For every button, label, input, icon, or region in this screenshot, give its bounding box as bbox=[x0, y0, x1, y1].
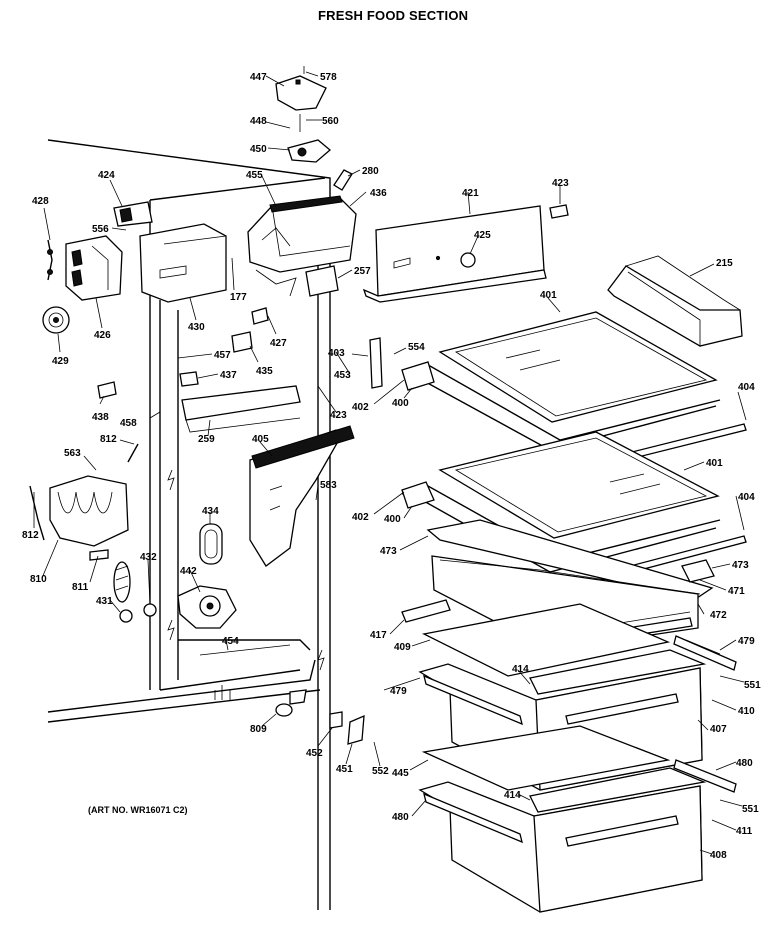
callout-435: 435 bbox=[256, 366, 273, 377]
callout-421: 421 bbox=[462, 188, 479, 199]
callout-407: 407 bbox=[710, 724, 727, 735]
callout-400: 400 bbox=[384, 514, 401, 525]
air-duct-parts bbox=[181, 385, 355, 567]
callout-410: 410 bbox=[738, 706, 755, 717]
callout-402: 402 bbox=[352, 512, 369, 523]
callout-471: 471 bbox=[728, 586, 745, 597]
callout-480: 480 bbox=[392, 812, 409, 823]
light-socket bbox=[47, 235, 123, 301]
callout-551: 551 bbox=[742, 804, 759, 815]
callout-453: 453 bbox=[334, 370, 351, 381]
callout-447: 447 bbox=[250, 72, 267, 83]
control-housing bbox=[247, 195, 357, 273]
callout-414: 414 bbox=[504, 790, 521, 801]
callout-405: 405 bbox=[252, 434, 269, 445]
callout-431: 431 bbox=[96, 596, 113, 607]
heater-and-small-parts bbox=[29, 265, 383, 745]
diagram-title: FRESH FOOD SECTION bbox=[318, 8, 469, 23]
art-number: (ART NO. WR16071 C2) bbox=[88, 805, 188, 815]
callout-labels: 578 447 560 448 450 280 455 436 421 423 424 428 556 4… bbox=[22, 72, 761, 861]
crisper-glass-lower bbox=[421, 725, 671, 791]
callout-473: 473 bbox=[732, 560, 749, 571]
callout-438: 438 bbox=[92, 412, 109, 423]
control-knob-parts bbox=[275, 66, 353, 191]
callout-450: 450 bbox=[250, 144, 267, 155]
callout-810: 810 bbox=[30, 574, 47, 585]
callout-427: 427 bbox=[270, 338, 287, 349]
callout-177: 177 bbox=[230, 292, 247, 303]
callout-423: 423 bbox=[552, 178, 569, 189]
callout-812: 812 bbox=[100, 434, 117, 445]
callout-479: 479 bbox=[738, 636, 755, 647]
callout-404: 404 bbox=[738, 382, 755, 393]
callout-408: 408 bbox=[710, 850, 727, 861]
control-panel-421 bbox=[362, 204, 569, 303]
callout-473: 473 bbox=[380, 546, 397, 557]
light-housing bbox=[113, 201, 227, 303]
callout-811: 811 bbox=[72, 582, 89, 593]
callout-429: 429 bbox=[52, 356, 69, 367]
callout-812: 812 bbox=[22, 530, 39, 541]
callout-452: 452 bbox=[306, 748, 323, 759]
callout-409: 409 bbox=[394, 642, 411, 653]
callout-809: 809 bbox=[250, 724, 267, 735]
callout-436: 436 bbox=[370, 188, 387, 199]
crisper-drawer-lower bbox=[418, 759, 737, 913]
callout-552: 552 bbox=[372, 766, 389, 777]
callout-583: 583 bbox=[320, 480, 337, 491]
callout-417: 417 bbox=[370, 630, 387, 641]
callout-280: 280 bbox=[362, 166, 379, 177]
callout-437: 437 bbox=[220, 370, 237, 381]
callout-259: 259 bbox=[198, 434, 215, 445]
callout-442: 442 bbox=[180, 566, 197, 577]
callout-411: 411 bbox=[736, 826, 753, 837]
callout-423: 423 bbox=[330, 410, 347, 421]
callout-425: 425 bbox=[474, 230, 491, 241]
callout-403: 403 bbox=[328, 348, 345, 359]
callout-479: 479 bbox=[390, 686, 407, 697]
callout-400: 400 bbox=[392, 398, 409, 409]
crisper-glass bbox=[421, 603, 671, 677]
light-bulb bbox=[42, 306, 70, 334]
callout-554: 554 bbox=[408, 342, 425, 353]
callout-426: 426 bbox=[94, 330, 111, 341]
callout-560: 560 bbox=[322, 116, 339, 127]
callout-402: 402 bbox=[352, 402, 369, 413]
callout-428: 428 bbox=[32, 196, 49, 207]
callout-563: 563 bbox=[64, 448, 81, 459]
callout-404: 404 bbox=[738, 492, 755, 503]
callout-414: 414 bbox=[512, 664, 529, 675]
damper-and-gasket bbox=[177, 523, 237, 629]
callout-451: 451 bbox=[336, 764, 353, 775]
callout-401: 401 bbox=[540, 290, 557, 301]
callout-457: 457 bbox=[214, 350, 231, 361]
callout-430: 430 bbox=[188, 322, 205, 333]
callout-257: 257 bbox=[354, 266, 371, 277]
callout-432: 432 bbox=[140, 552, 157, 563]
callout-556: 556 bbox=[92, 224, 109, 235]
callout-551: 551 bbox=[744, 680, 761, 691]
callout-458: 458 bbox=[120, 418, 137, 429]
callout-434: 434 bbox=[202, 506, 219, 517]
callout-455: 455 bbox=[246, 170, 263, 181]
callout-480: 480 bbox=[736, 758, 753, 769]
callout-454: 454 bbox=[222, 636, 239, 647]
leader-lines bbox=[33, 71, 747, 855]
callout-472: 472 bbox=[710, 610, 727, 621]
bottle-shelf bbox=[607, 255, 743, 347]
callout-424: 424 bbox=[98, 170, 115, 181]
callout-401: 401 bbox=[706, 458, 723, 469]
callout-445: 445 bbox=[392, 768, 409, 779]
callout-578: 578 bbox=[320, 72, 337, 83]
glass-shelf-lower bbox=[401, 431, 747, 581]
callout-448: 448 bbox=[250, 116, 267, 127]
callout-215: 215 bbox=[716, 258, 733, 269]
